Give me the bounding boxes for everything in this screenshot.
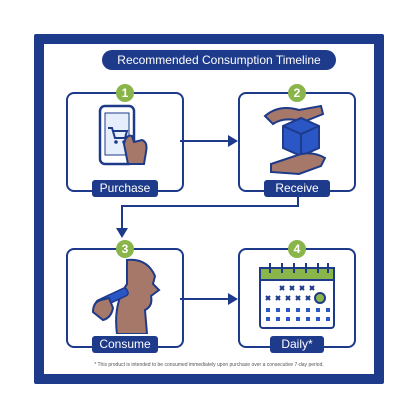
step-consume-box: 3 Consume (66, 240, 184, 353)
phone-cart-icon (98, 104, 148, 166)
arrow-consume-to-daily (180, 293, 238, 305)
hands-box-icon (263, 104, 327, 176)
step-number-badge: 2 (288, 84, 306, 102)
step-receive-box: 2 Receive (238, 84, 356, 197)
page-title: Recommended Consumption Timeline (102, 50, 336, 70)
footnote: * This product is intended to be consume… (94, 362, 324, 368)
arrow-receive-to-consume (116, 196, 299, 238)
step-purchase-box: 1 Purchase (66, 84, 184, 197)
step-number-badge: 4 (288, 240, 306, 258)
step-label: Consume (92, 336, 158, 353)
step-label: Daily* (270, 336, 324, 353)
calendar-icon (259, 263, 335, 329)
step-daily-box: 4 Daily* (238, 240, 356, 353)
person-consuming-icon (91, 258, 161, 334)
step-number-badge: 3 (116, 240, 134, 258)
arrow-purchase-to-receive (180, 135, 238, 147)
timeline-panel: Recommended Consumption Timeline 1 Purch… (44, 44, 374, 374)
timeline-frame: Recommended Consumption Timeline 1 Purch… (34, 34, 384, 384)
step-label: Purchase (92, 180, 158, 197)
step-number-badge: 1 (116, 84, 134, 102)
step-label: Receive (264, 180, 330, 197)
